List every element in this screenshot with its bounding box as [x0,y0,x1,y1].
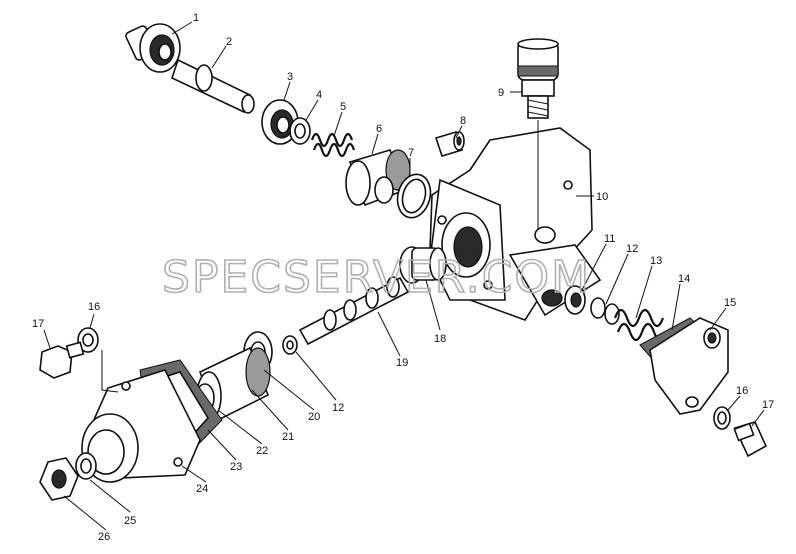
callout-24: 24 [196,483,208,495]
callout-9: 9 [498,87,504,99]
callout-14: 14 [678,273,690,285]
part-25-washer [75,452,97,480]
callout-18: 18 [434,333,446,345]
callout-12: 12 [626,243,638,255]
callout-10: 10 [596,191,608,203]
part-6-sleeve [345,149,411,207]
part-7-o-ring [396,173,432,219]
callout-15: 15 [724,297,736,309]
part-9-breather-cap [517,38,559,119]
part-19-shaft [298,276,410,346]
callout-11: 11 [604,233,615,245]
part-4-ring [289,117,311,145]
callout-17-left: 17 [32,318,44,330]
callout-17-right: 17 [762,399,774,411]
callout-20: 20 [308,411,320,423]
callout-23: 23 [230,461,242,473]
part-12-small-washer [282,335,298,355]
part-18-nut [399,246,447,284]
callout-2: 2 [226,36,232,48]
part-17-bolt-left [39,341,85,379]
part-8-bushing [434,131,465,157]
callout-8: 8 [460,115,466,127]
part-10-housing [429,120,602,321]
part-16-washer-left [77,327,99,353]
callout-21: 21 [282,431,294,443]
part-1-plug [125,23,181,73]
part-12-shim [590,297,620,325]
part-26-hex-nut [39,457,79,501]
callout-1: 1 [193,12,199,24]
callout-labels: 1 2 3 4 5 6 7 8 9 10 11 12 13 14 15 16 1… [32,12,774,543]
part-11-washer [564,285,586,315]
callout-12-center: 12 [332,402,344,414]
callout-16-right: 16 [736,385,748,397]
part-17-bolt-right [733,421,768,458]
part-15-cover [649,317,729,415]
part-16-washer-right [713,406,731,430]
leader-lines [43,21,765,531]
part-5-spring [310,132,356,158]
watermark-text: SPECSERVER.COM [162,252,591,303]
callout-16-left: 16 [88,301,100,313]
callout-7: 7 [408,147,414,159]
callout-22: 22 [256,445,268,457]
callout-6: 6 [376,123,382,135]
callout-26: 26 [98,531,110,543]
callout-5: 5 [340,101,346,113]
callout-4: 4 [316,89,322,101]
callout-25: 25 [124,515,136,527]
part-2-pin [171,58,255,114]
callout-3: 3 [287,71,293,83]
callout-19: 19 [396,357,408,369]
callout-13: 13 [650,255,662,267]
